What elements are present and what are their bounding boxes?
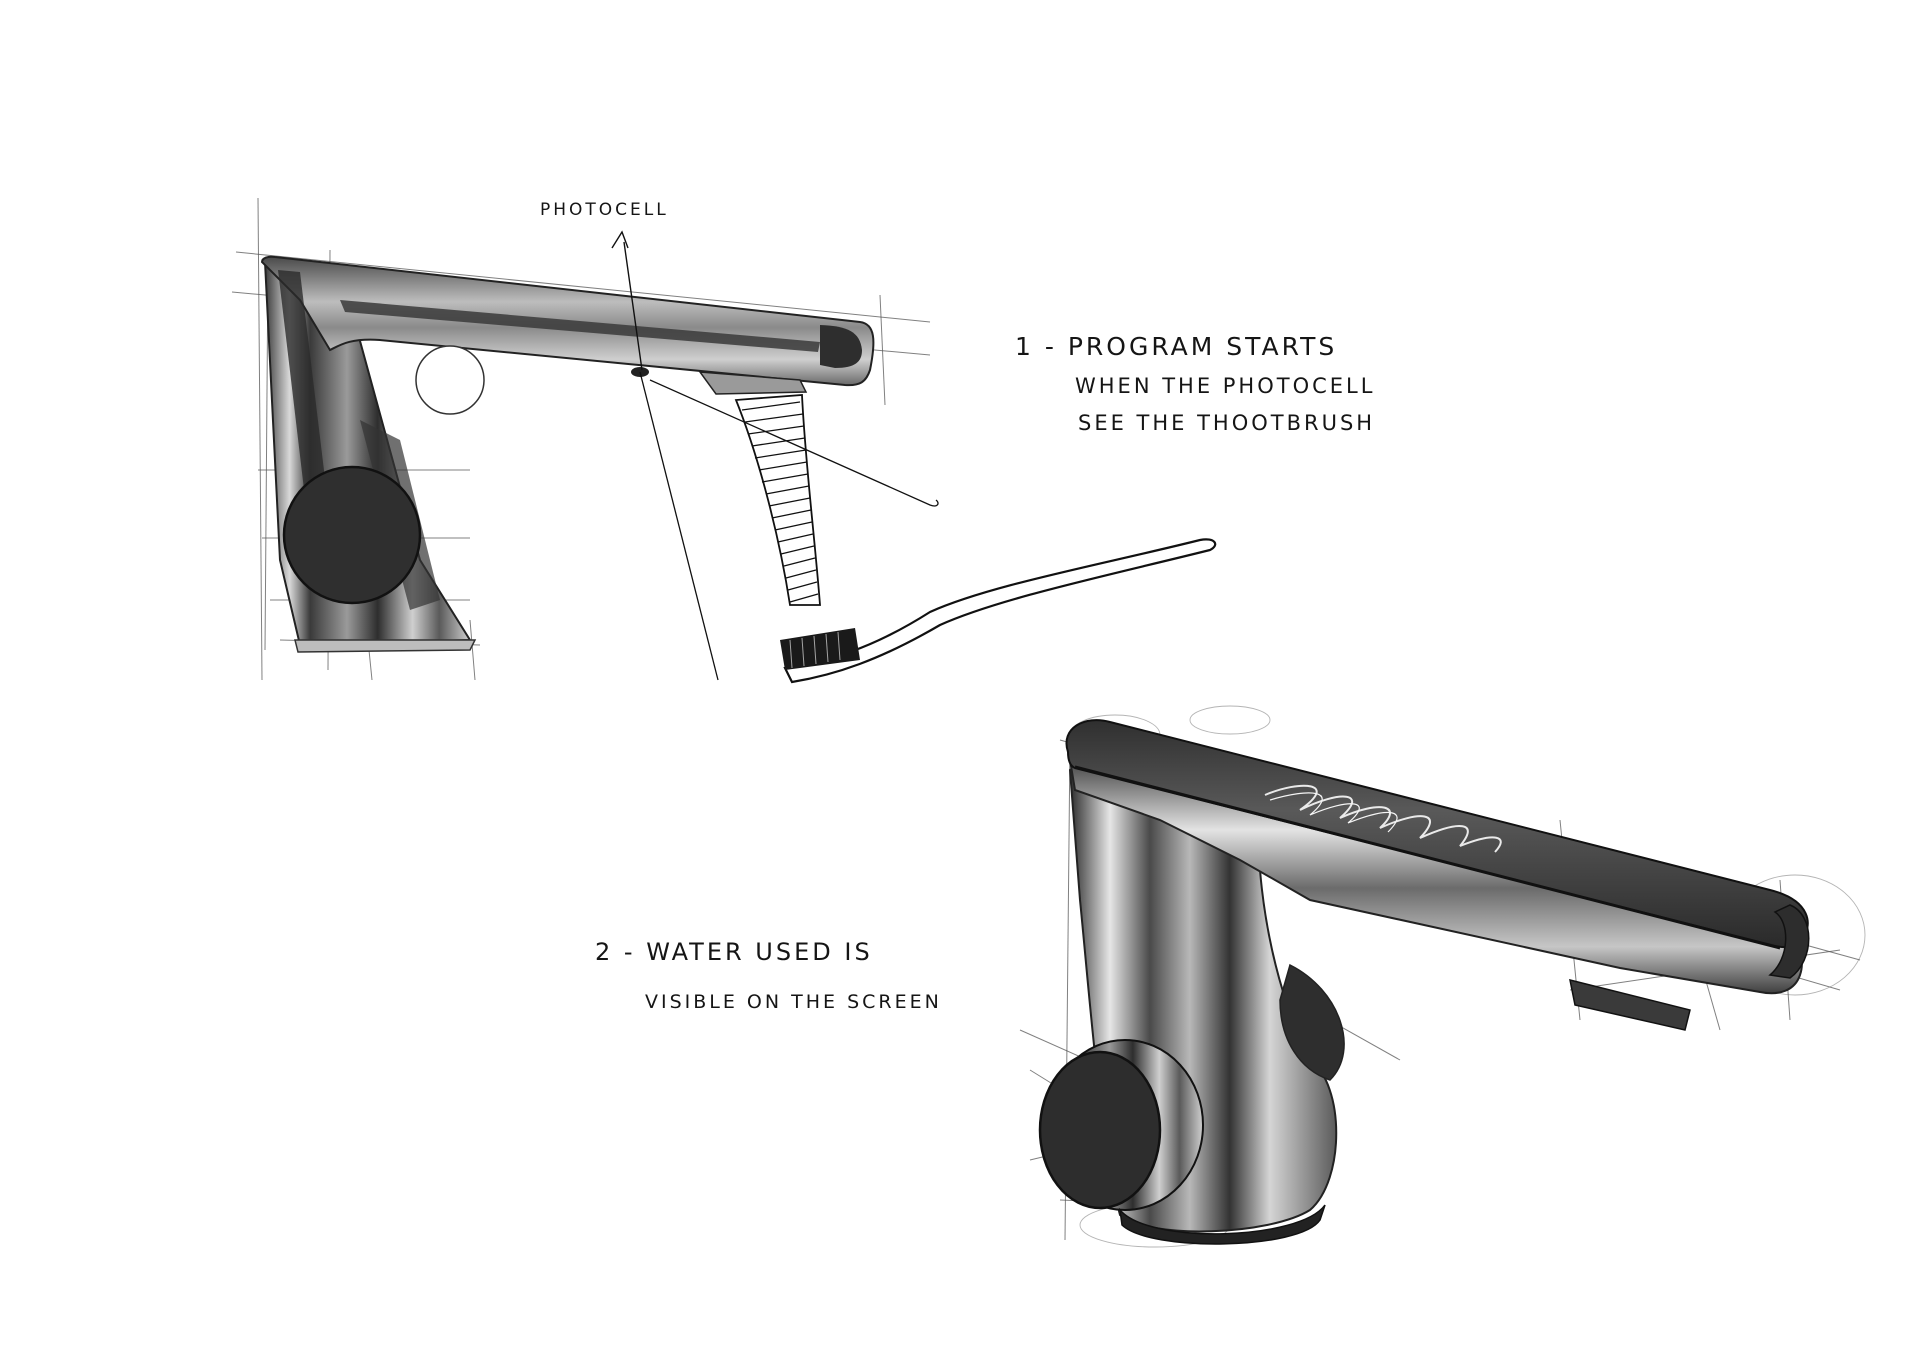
knob-connector bbox=[1279, 963, 1345, 1081]
faucet-base-perspective bbox=[1118, 1204, 1326, 1245]
spout-aerator-perspective bbox=[1569, 978, 1691, 1031]
photocell-arrow bbox=[611, 230, 643, 371]
note-2-line-2: VISIBLE ON THE SCREEN bbox=[645, 991, 942, 1013]
faucet-knob-side bbox=[282, 465, 422, 605]
photocell-ray bbox=[649, 379, 939, 507]
water-stream bbox=[734, 394, 821, 606]
photocell-beam-line bbox=[639, 371, 719, 681]
spout-joint-circle bbox=[415, 345, 485, 415]
faucet-side-view: PHOTOCELL bbox=[231, 197, 1217, 684]
knob-face bbox=[1038, 1050, 1162, 1210]
note-2-line-1: 2 - WATER USED IS bbox=[595, 938, 873, 966]
photocell-label: PHOTOCELL bbox=[540, 200, 669, 220]
toothbrush bbox=[780, 538, 1217, 684]
faucet-knob-perspective bbox=[1038, 1039, 1204, 1211]
note-2: 2 - WATER USED IS VISIBLE ON THE SCREEN bbox=[595, 938, 942, 1013]
spout-aerator bbox=[698, 371, 808, 395]
spout-dark-band bbox=[340, 300, 820, 352]
note-1-line-2: WHEN THE PHOTOCELL bbox=[1075, 374, 1375, 398]
note-1-line-1: 1 - PROGRAM STARTS bbox=[1015, 332, 1337, 361]
screen-water-waveform-2 bbox=[1269, 792, 1398, 833]
faucet-base-side bbox=[294, 639, 477, 653]
note-1-line-3: SEE THE THOOTBRUSH bbox=[1078, 411, 1375, 435]
body-dark-stripe bbox=[278, 270, 330, 540]
note-1: 1 - PROGRAM STARTS WHEN THE PHOTOCELL SE… bbox=[1015, 332, 1375, 435]
spout-end-cap bbox=[1768, 904, 1810, 979]
spout-tip-dark bbox=[820, 325, 862, 368]
screen-water-waveform bbox=[1264, 784, 1502, 853]
spout-rim-line bbox=[1074, 765, 1781, 950]
faucet-perspective-view bbox=[1019, 705, 1866, 1248]
